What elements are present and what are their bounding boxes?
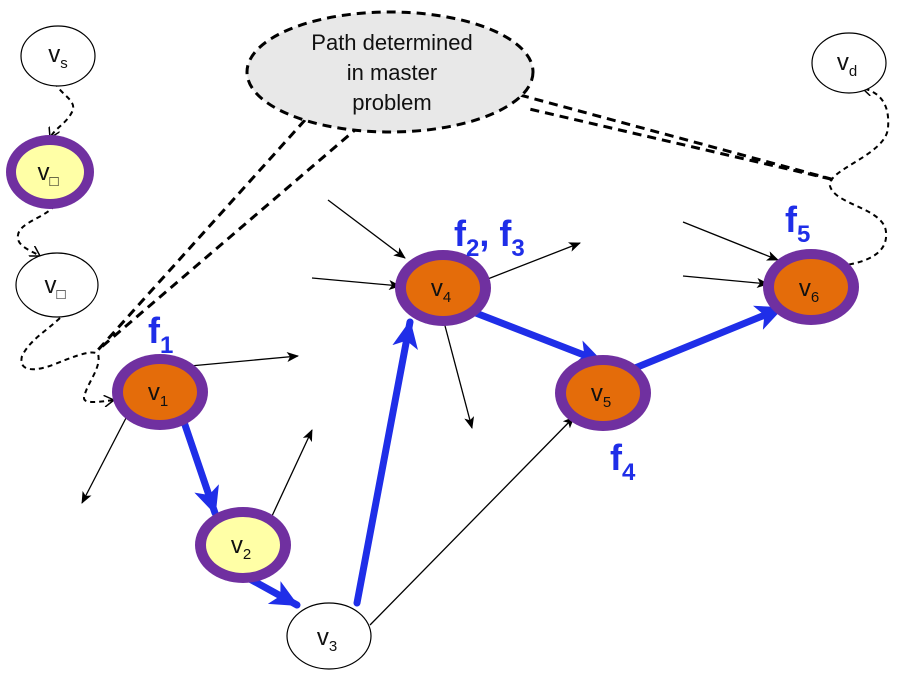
node-v4-sub: 4 xyxy=(443,289,451,306)
flow-label-f5: f5 xyxy=(785,199,810,248)
node-v5[interactable]: v5 xyxy=(555,355,651,431)
svg-text:v1: v1 xyxy=(148,379,168,410)
callout-line-2: in master xyxy=(347,60,437,85)
node-vd-base: v xyxy=(837,49,849,76)
callout-bubble: Path determined in master problem xyxy=(245,10,535,134)
master-path-vb-v1 xyxy=(20,317,114,402)
edge-v4-out-down xyxy=(443,321,475,429)
callout-pointer-right xyxy=(519,93,836,182)
node-v3[interactable]: v3 xyxy=(286,602,372,670)
flow-v5-v6 xyxy=(631,304,786,372)
node-v4[interactable]: v4 xyxy=(395,250,491,326)
edge-v1-out-down xyxy=(81,417,127,504)
flow-v3-v4 xyxy=(353,318,418,607)
master-path xyxy=(16,81,890,402)
node-v2-sub: 2 xyxy=(243,546,251,563)
node-v2[interactable]: v2 xyxy=(195,507,291,583)
svg-text:v□: v□ xyxy=(44,272,65,303)
edge-in-v4-a xyxy=(327,199,406,259)
node-va-sub: □ xyxy=(49,173,58,190)
master-path-v6-vd xyxy=(828,88,890,267)
node-vs[interactable]: vs xyxy=(20,25,96,87)
callout-right-wedge xyxy=(519,93,836,182)
callout-line-3: problem xyxy=(352,90,431,115)
node-v3-sub: 3 xyxy=(329,638,337,655)
edge-in-v6-a xyxy=(682,221,779,261)
flow-label-f1: f1 xyxy=(148,310,173,359)
node-va-base: v xyxy=(37,159,49,186)
flow-label-f2-f3: f2,f3 xyxy=(454,213,525,262)
callout-pointer-left xyxy=(96,118,356,352)
node-vs-base: v xyxy=(48,41,60,68)
node-v6[interactable]: v6 xyxy=(763,249,859,325)
flow-label-f4: f4 xyxy=(610,437,636,486)
node-v6-base: v xyxy=(799,275,811,302)
node-vb-base: v xyxy=(44,272,56,299)
node-vb[interactable]: v□ xyxy=(15,252,99,318)
edge-in-v4-b xyxy=(311,277,401,290)
node-v6-sub: 6 xyxy=(811,289,819,306)
edge-v1-out-right xyxy=(189,352,299,367)
svg-text:v□: v□ xyxy=(37,159,58,190)
thin-edges xyxy=(81,199,779,626)
edge-in-v6-b xyxy=(682,275,769,288)
edge-v2-out-up xyxy=(271,429,313,517)
node-v2-base: v xyxy=(231,532,243,559)
node-v1[interactable]: v1 xyxy=(112,354,208,430)
svg-text:vd: vd xyxy=(837,49,857,80)
callout-line-1: Path determined xyxy=(311,30,472,55)
node-vb-sub: □ xyxy=(56,286,65,303)
flow-v4-v5 xyxy=(464,306,606,366)
node-v3-base: v xyxy=(317,624,329,651)
callout-left-wedge xyxy=(96,118,356,352)
node-v1-base: v xyxy=(148,379,160,406)
flow-v2-v3 xyxy=(244,574,301,609)
master-path-vs-va xyxy=(50,81,75,138)
node-va[interactable]: v□ xyxy=(6,135,94,209)
svg-text:v5: v5 xyxy=(591,380,611,411)
callout-ellipse xyxy=(245,10,535,134)
svg-text:v3: v3 xyxy=(317,624,337,655)
master-path-va-vb xyxy=(16,204,56,257)
flow-path xyxy=(180,304,786,609)
node-v4-base: v xyxy=(431,275,443,302)
edge-v3-v5 xyxy=(369,416,575,626)
node-vd[interactable]: vd xyxy=(811,32,887,94)
node-v1-sub: 1 xyxy=(160,393,168,410)
svg-text:vs: vs xyxy=(48,41,68,72)
flow-v1-v2 xyxy=(180,418,219,517)
svg-text:v4: v4 xyxy=(431,275,451,306)
node-v5-sub: 5 xyxy=(603,394,611,411)
svg-text:v2: v2 xyxy=(231,532,251,563)
node-v5-base: v xyxy=(591,380,603,407)
node-vd-sub: d xyxy=(849,63,857,80)
svg-text:v6: v6 xyxy=(799,275,819,306)
node-vs-sub: s xyxy=(60,55,68,72)
edge-v4-out-right xyxy=(479,242,581,283)
